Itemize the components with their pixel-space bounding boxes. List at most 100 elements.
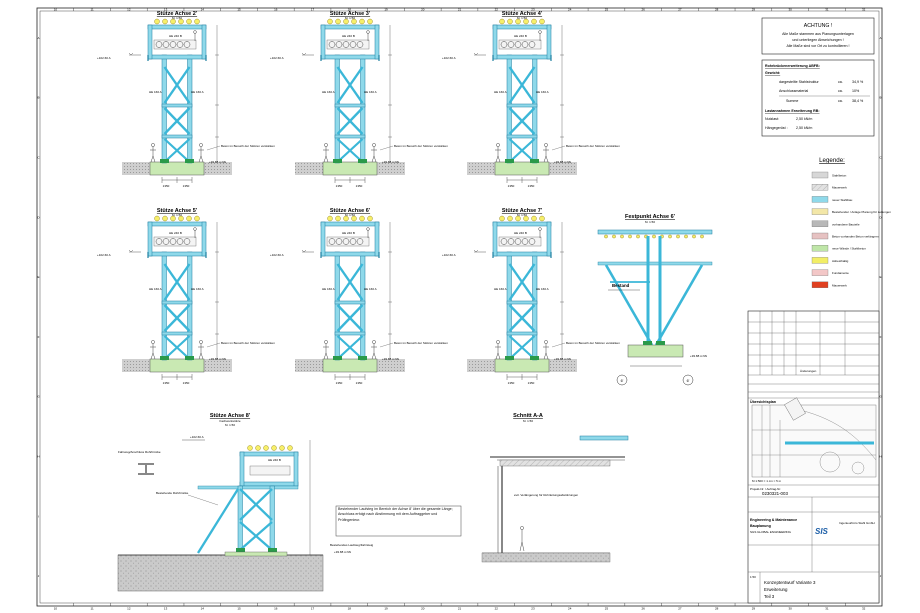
achtung-box: ACHTUNG ! Alle Maße stammen aus Planungs… <box>761 17 875 55</box>
view8-sub1: Fachwerkstütze <box>219 419 240 423</box>
col-mark-bottom: 27 <box>678 607 682 611</box>
view-column: HE 160 A <box>149 287 162 291</box>
support-view: Stütze Achse 5'M. 1:50+102.60 A+93.88 ü.… <box>97 208 275 385</box>
col-mark-top: 22 <box>495 8 499 12</box>
row-mark-left: I <box>38 514 39 518</box>
row-mark-right: J <box>880 574 882 578</box>
weights-load-2-val: 2,50 kN/m <box>796 126 812 130</box>
drawing-title-2: Erweiterung <box>764 587 788 592</box>
col-mark-top: 15 <box>237 8 241 12</box>
view-dim-2: 1350 <box>528 381 535 385</box>
row-mark-left: H <box>37 455 39 459</box>
row-mark-right: G <box>879 395 882 399</box>
view-beam-2: HE 160 A <box>191 90 204 94</box>
col-mark-top: 12 <box>127 8 131 12</box>
col-mark-top: 10 <box>54 8 58 12</box>
view-elev-ground: +93.88 ü.NN <box>554 160 571 164</box>
view-scale: M. 1:50 <box>345 16 355 20</box>
view-elev-ground: +93.88 ü.NN <box>209 357 226 361</box>
view-note: Beton im Bereich der Stützen verstärken <box>566 341 620 345</box>
company2: Bauplanung <box>750 524 771 528</box>
scale-text: M 1:500 = 1 cm ≈ 5 m <box>752 479 782 483</box>
weights-row-1-ca: ca. <box>838 80 843 84</box>
col-mark-top: 29 <box>752 8 756 12</box>
col-mark-bottom: 24 <box>568 607 572 611</box>
weights-row-1-val: 34,9 % <box>852 80 864 84</box>
row-mark-left: E <box>37 275 39 279</box>
view-column: HE 160 A <box>494 90 507 94</box>
logo: SIS <box>815 527 829 536</box>
row-mark-left: B <box>37 96 39 100</box>
legend-label: Stahlbeton <box>832 174 847 178</box>
legend-label: Asbesthaltig <box>832 259 849 263</box>
col-mark-top: 23 <box>531 8 535 12</box>
view-beam-1: HE 240 B <box>514 34 527 38</box>
weights-row-1-label: dargestellte Stahlstruktur <box>779 80 820 84</box>
project-no: 0230321-003 <box>762 491 788 496</box>
weights-load-1-label: Nutzlast: <box>765 117 779 121</box>
legend-label: Mauerwerk <box>832 283 847 287</box>
view-scale: M. 1:50 <box>517 16 527 20</box>
view-elev-ground: +93.88 ü.NN <box>554 357 571 361</box>
col-mark-top: 13 <box>164 8 168 12</box>
row-mark-left: F <box>38 335 40 339</box>
view-scale: M. 1:50 <box>172 213 182 217</box>
view8-elev-ground: +93.88 ü.NN <box>334 550 351 554</box>
legend-title: Legende: <box>819 157 845 164</box>
view-beam-2: HE 160 A <box>536 90 549 94</box>
view8-note-center: Bestehendes Laufsteg/Fahrsteig <box>330 543 374 547</box>
view-dim-1: 1350 <box>336 184 343 188</box>
view-dim-2: 1350 <box>528 184 535 188</box>
section-note: evtl. Verlängerung für Rohrleitungsabstü… <box>514 493 579 497</box>
view-column: HE 160 A <box>494 287 507 291</box>
col-mark-bottom: 31 <box>825 607 829 611</box>
title-block: Änderungen Übersichtsplan M 1:500 = 1 cm… <box>747 310 880 604</box>
col-mark-bottom: 13 <box>164 607 168 611</box>
row-mark-left: C <box>37 156 40 160</box>
view-scale: M. 1:50 <box>345 213 355 217</box>
view-beam-2: HE 160 A <box>191 287 204 291</box>
weights-row-3-ca: ca. <box>838 99 843 103</box>
view-beam-1: HE 240 B <box>514 231 527 235</box>
col-mark-bottom: 15 <box>237 607 241 611</box>
view-elev-top: +102.60 A <box>442 253 456 257</box>
view8-text: Bestehender Laufsteg im Bereich der Achs… <box>338 507 453 522</box>
view-elev-top: +102.60 A <box>97 56 111 60</box>
weights-row-3-val: 38,4 % <box>852 99 864 103</box>
row-mark-right: A <box>879 36 881 40</box>
view-section-aa: Schnitt A-A M. 1:50 evtl. Verlängerung f… <box>481 413 629 563</box>
col-mark-bottom: 23 <box>531 607 535 611</box>
legend-swatch <box>811 208 829 215</box>
sheet-no: 1:50 <box>750 575 756 579</box>
row-mark-left: J <box>38 574 40 578</box>
row-mark-left: A <box>37 36 39 40</box>
col-mark-bottom: 30 <box>788 607 792 611</box>
row-mark-right: H <box>879 455 881 459</box>
col-mark-top: 18 <box>348 8 352 12</box>
legend-swatch <box>811 184 829 191</box>
view-note: Beton im Bereich der Stützen verstärken <box>221 341 275 345</box>
col-mark-bottom: 26 <box>642 607 646 611</box>
view-dim-2: 1350 <box>356 381 363 385</box>
achtung-line3: Alle Maße sind vor Ort zu kontrollieren … <box>786 44 849 48</box>
weights-row-2-ca: ca. <box>838 89 843 93</box>
section-scale: M. 1:50 <box>523 419 533 423</box>
col-mark-top: 26 <box>642 8 646 12</box>
col-mark-bottom: 10 <box>54 607 58 611</box>
weights-box: Rohrbrückenerweiterung ABFB: Gewicht: da… <box>761 59 875 137</box>
drawing-title-1: Konzeptentwurf Variante 3 <box>764 580 816 585</box>
view-elev-ground: +93.88 ü.NN <box>209 160 226 164</box>
col-mark-top: 14 <box>201 8 205 12</box>
legend-label: Mauerwerk <box>832 186 847 190</box>
col-mark-bottom: 19 <box>384 607 388 611</box>
view-dim-1: 1350 <box>163 184 170 188</box>
fixpoint-axis-1: 6' <box>621 379 624 383</box>
legend-swatch <box>811 257 829 264</box>
col-mark-top: 32 <box>862 8 866 12</box>
weights-load-1-val: 2,50 kN/m <box>796 117 812 121</box>
view-title: Stütze Achse 2' <box>157 11 198 17</box>
view-beam-2: HE 160 A <box>364 90 377 94</box>
sheet-border <box>36 7 883 607</box>
plan-label: Übersichtsplan <box>750 399 776 404</box>
view-dim-1: 1350 <box>336 381 343 385</box>
